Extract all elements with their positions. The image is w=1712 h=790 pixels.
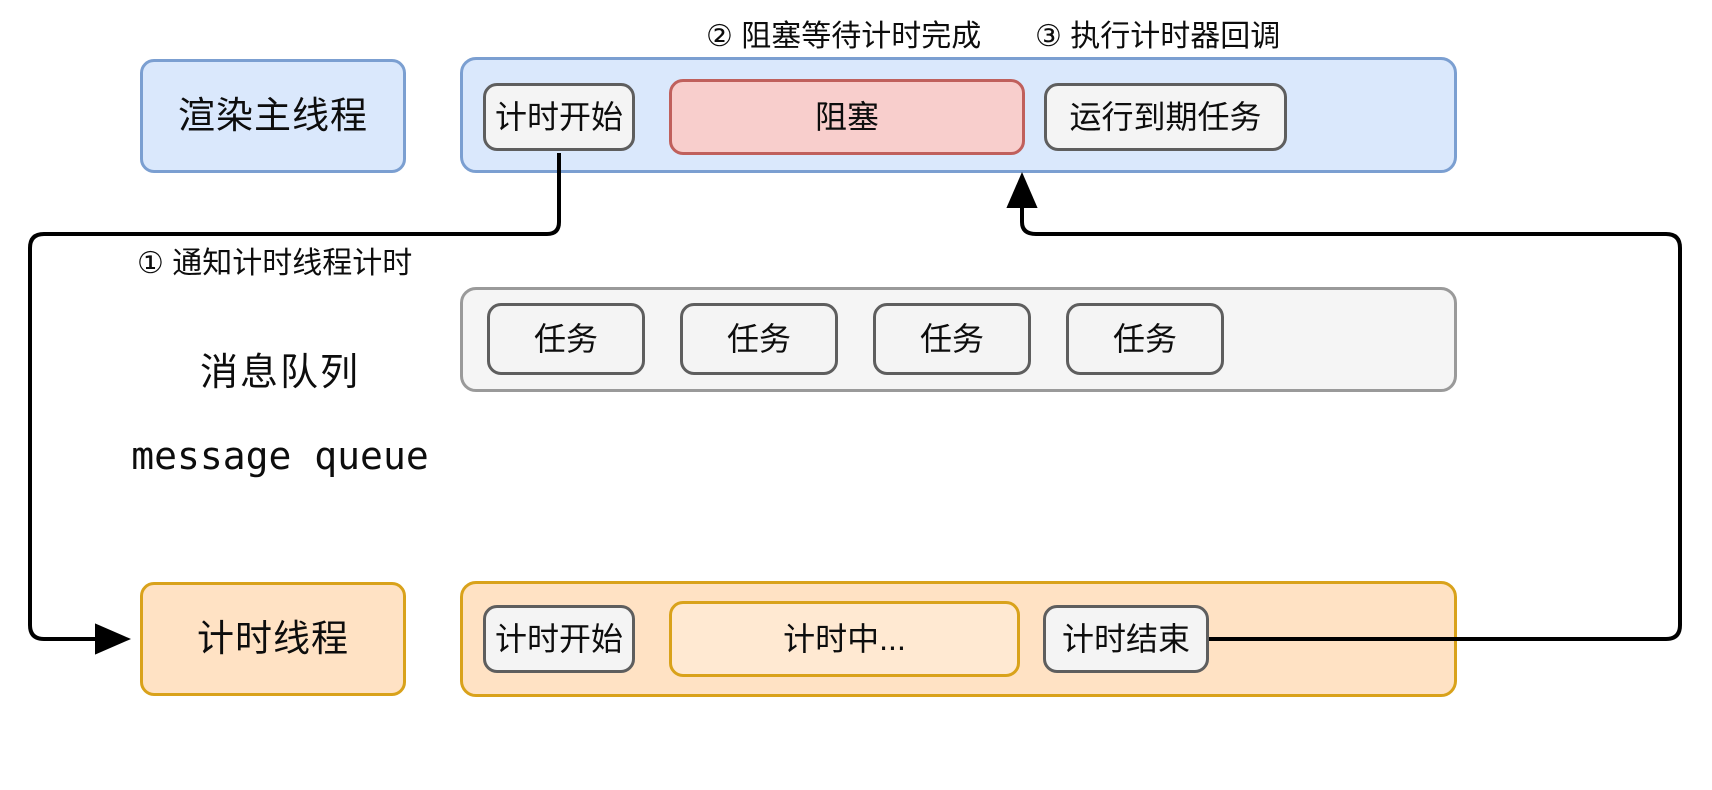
task-item-label: 计时开始 [494, 98, 623, 135]
task-item-run-due-task[interactable]: 运行到期任务 [1044, 83, 1287, 151]
timer-item-label: 计时结束 [1061, 620, 1190, 657]
annotation-step-1: ① 通知计时线程计时 [137, 247, 413, 280]
connector-timer-callback [1006, 172, 1682, 641]
timer-item-timing-in-progress[interactable]: 计时中... [669, 601, 1020, 677]
message-queue-label-en: message queue [131, 434, 429, 478]
task-item-timing-start-main[interactable]: 计时开始 [483, 83, 635, 151]
lane-label-message-queue: 消息队列 message queue [120, 305, 440, 514]
queue-task-label: 任务 [919, 320, 984, 357]
queue-task-label: 任务 [726, 320, 791, 357]
annotation-step-2: ② 阻塞等待计时完成 [706, 20, 982, 53]
timer-item-label: 计时中... [783, 620, 906, 657]
queue-task-label: 任务 [533, 320, 598, 357]
task-item-label: 阻塞 [814, 98, 879, 135]
queue-task-item-4[interactable]: 任务 [1066, 303, 1224, 375]
lane-label-render-main-thread: 渲染主线程 [140, 59, 406, 173]
queue-task-item-2[interactable]: 任务 [680, 303, 838, 375]
timer-item-timing-start[interactable]: 计时开始 [483, 605, 635, 673]
timer-item-label: 计时开始 [494, 620, 623, 657]
lane-label-timer-thread: 计时线程 [140, 582, 406, 696]
message-queue-label-cn: 消息队列 [199, 352, 360, 394]
task-item-blocked[interactable]: 阻塞 [669, 79, 1025, 155]
timer-item-timing-end[interactable]: 计时结束 [1043, 605, 1209, 673]
queue-task-item-3[interactable]: 任务 [873, 303, 1031, 375]
annotation-step-3: ③ 执行计时器回调 [1035, 20, 1281, 53]
queue-task-label: 任务 [1112, 320, 1177, 357]
queue-task-item-1[interactable]: 任务 [487, 303, 645, 375]
task-item-label: 运行到期任务 [1069, 98, 1262, 135]
